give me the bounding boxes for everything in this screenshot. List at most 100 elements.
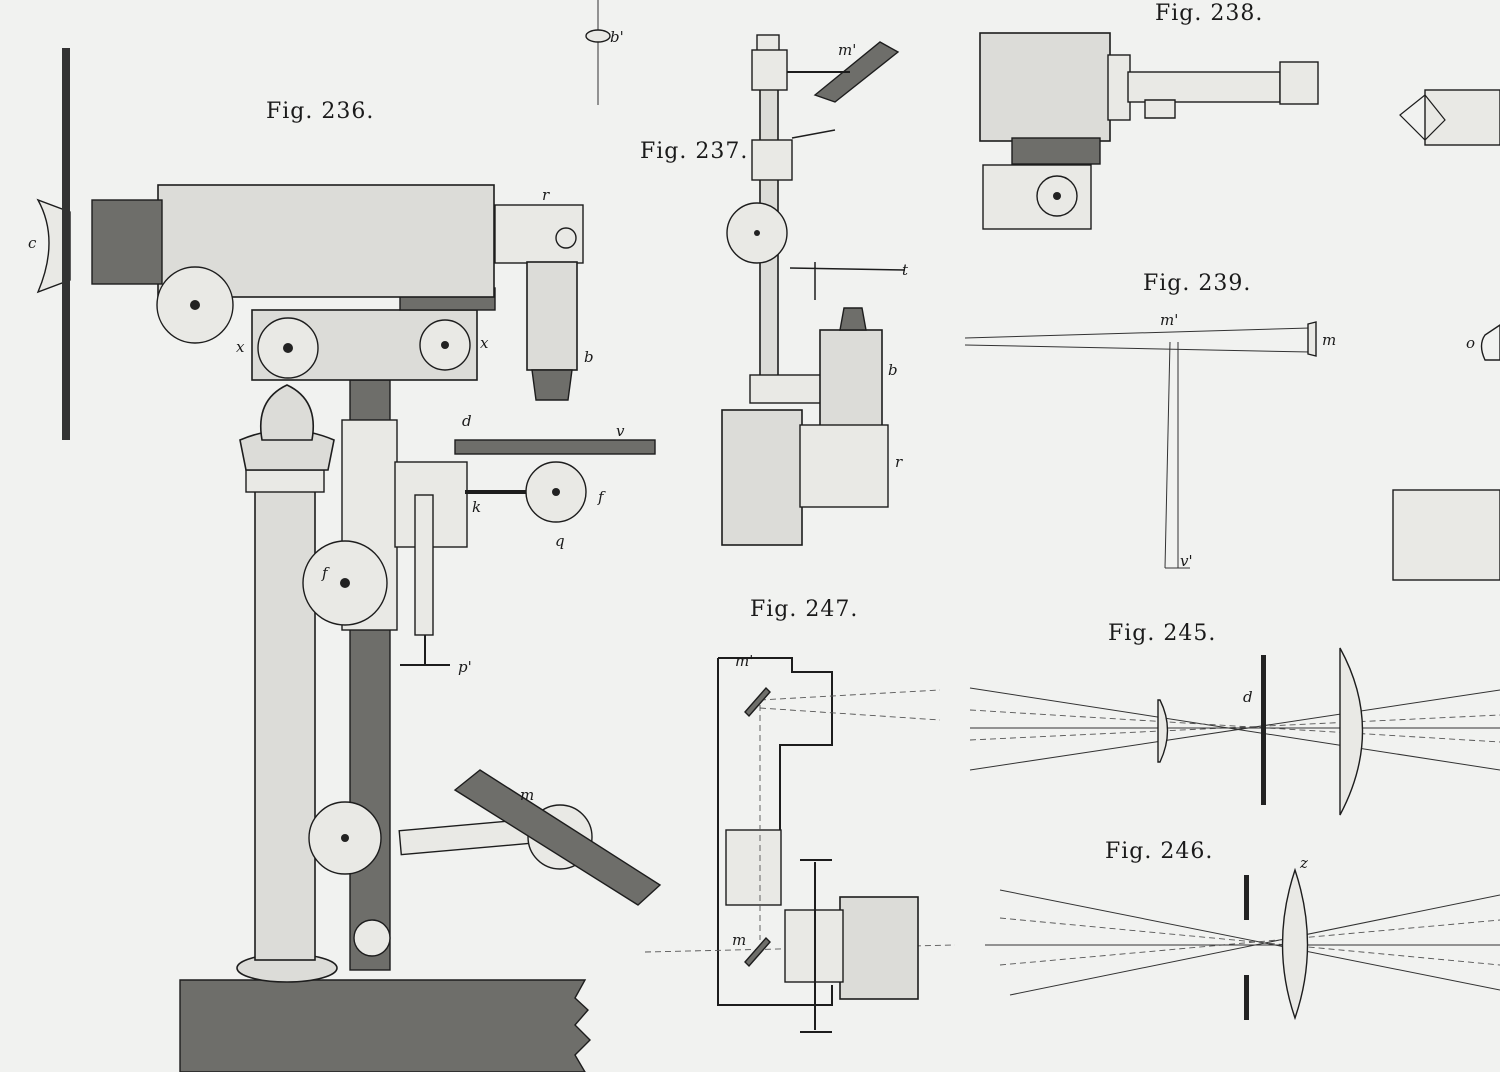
245-ray-2 <box>969 689 1500 771</box>
fine-post-foot <box>400 635 450 666</box>
fine-post <box>414 494 434 636</box>
label-p-prime: p' <box>458 658 472 676</box>
238-base-circle-center <box>1053 192 1061 200</box>
fig-247-diagram <box>644 657 956 1033</box>
column-knob <box>260 384 314 441</box>
237-mirror <box>813 41 900 103</box>
fig-238-apparatus <box>979 32 1319 230</box>
247-ray-top-2 <box>759 707 941 721</box>
238-foot <box>1144 99 1176 119</box>
label-d: d <box>462 412 472 430</box>
237-lower-block <box>749 374 826 404</box>
caption-fig-236: Fig. 236. <box>266 99 374 124</box>
237-objective <box>819 329 883 431</box>
stage-knob-center <box>552 488 560 496</box>
label-m-prime-239: m' <box>1160 311 1178 329</box>
fig-245-diagram <box>969 647 1500 816</box>
right-edge-partials <box>1392 89 1500 581</box>
column <box>254 489 316 961</box>
246-diaphragm-bottom <box>1244 975 1249 1020</box>
label-b-prime-top: b' <box>610 28 624 46</box>
246-ray-1 <box>999 889 1500 991</box>
label-z-246: z <box>1299 854 1308 872</box>
column-collar <box>245 469 325 493</box>
label-k: k <box>472 498 481 516</box>
239-ray-lower <box>964 344 1311 353</box>
247-inner-box <box>725 829 782 906</box>
edge-tube <box>1392 489 1500 581</box>
245-small-lens <box>1157 699 1169 763</box>
label-t-237: t <box>902 261 909 279</box>
edge-eye <box>1399 94 1446 141</box>
prism-screw <box>555 227 577 249</box>
label-m-239: m <box>1322 331 1336 349</box>
label-m: m <box>520 786 534 804</box>
label-q: q <box>555 532 565 550</box>
objective-thread <box>531 369 573 401</box>
247-mirror-top <box>744 686 771 718</box>
label-x-left: x <box>236 338 245 356</box>
label-m-247: m <box>732 931 746 949</box>
237-clip <box>791 129 836 139</box>
label-b: b <box>584 348 594 366</box>
237-knob-center <box>754 230 760 236</box>
238-tube <box>1127 71 1281 103</box>
label-v: v <box>616 422 625 440</box>
label-r: r <box>542 186 550 204</box>
coarse-knob-center <box>340 578 350 588</box>
fig-239-diagram <box>964 321 1317 569</box>
239-ray-upper <box>964 327 1311 339</box>
label-f-right: f <box>597 488 606 506</box>
247-ray-top-1 <box>759 689 941 701</box>
caption-fig-239: Fig. 239. <box>1143 271 1251 296</box>
247-housing <box>717 657 833 1006</box>
246-lens <box>1281 867 1309 1021</box>
247-screw <box>800 859 832 1033</box>
label-m-prime-247: m' <box>735 652 753 670</box>
caption-fig-246: Fig. 246. <box>1105 839 1213 864</box>
label-f-left: f <box>321 564 330 582</box>
caption-fig-238: Fig. 238. <box>1155 1 1263 26</box>
238-drum-rim <box>1107 54 1131 121</box>
247-drum <box>839 896 919 1000</box>
eyepiece-barrel <box>91 199 163 285</box>
237-barrel-side <box>799 424 889 508</box>
237-mid-collar <box>751 139 793 181</box>
245-large-lens <box>1339 647 1364 816</box>
239-mirror <box>1307 321 1317 357</box>
tube-focus-knob-center <box>190 300 200 310</box>
237-upper-collar <box>751 49 788 91</box>
table-block <box>179 979 591 1072</box>
label-b-237: b <box>888 361 898 379</box>
247-mirror-bottom <box>744 936 771 968</box>
label-v-prime-239: v' <box>1180 552 1193 570</box>
lower-knob <box>353 919 391 957</box>
edge-prism <box>1424 89 1500 146</box>
caption-fig-245: Fig. 245. <box>1108 621 1216 646</box>
caption-fig-237: Fig. 237. <box>640 139 748 164</box>
fig-246-diagram <box>985 867 1500 1021</box>
label-d-245: d <box>1243 688 1253 706</box>
239-vertical-1 <box>1164 341 1171 569</box>
238-eyepiece <box>1279 61 1319 105</box>
237-objective-thread <box>839 307 867 331</box>
label-x-right: x <box>480 334 489 352</box>
237-barrel-face <box>721 409 803 546</box>
238-base-bar <box>1011 137 1101 165</box>
246-diaphragm-top <box>1244 875 1249 920</box>
245-ray-3 <box>969 709 1500 743</box>
fig-237-microscope <box>721 34 906 546</box>
screen-plate <box>62 48 70 440</box>
label-c: c <box>28 234 37 252</box>
237-stage-arm <box>789 262 906 300</box>
fig-236-microscope <box>36 48 662 1072</box>
246-ray-3 <box>999 917 1500 966</box>
label-m-prime-237: m' <box>838 41 856 59</box>
label-o: o <box>1466 334 1475 352</box>
label-r-237: r <box>895 453 903 471</box>
mirror <box>453 769 662 906</box>
stage-plate <box>454 439 656 455</box>
fig-top-small <box>585 0 611 105</box>
